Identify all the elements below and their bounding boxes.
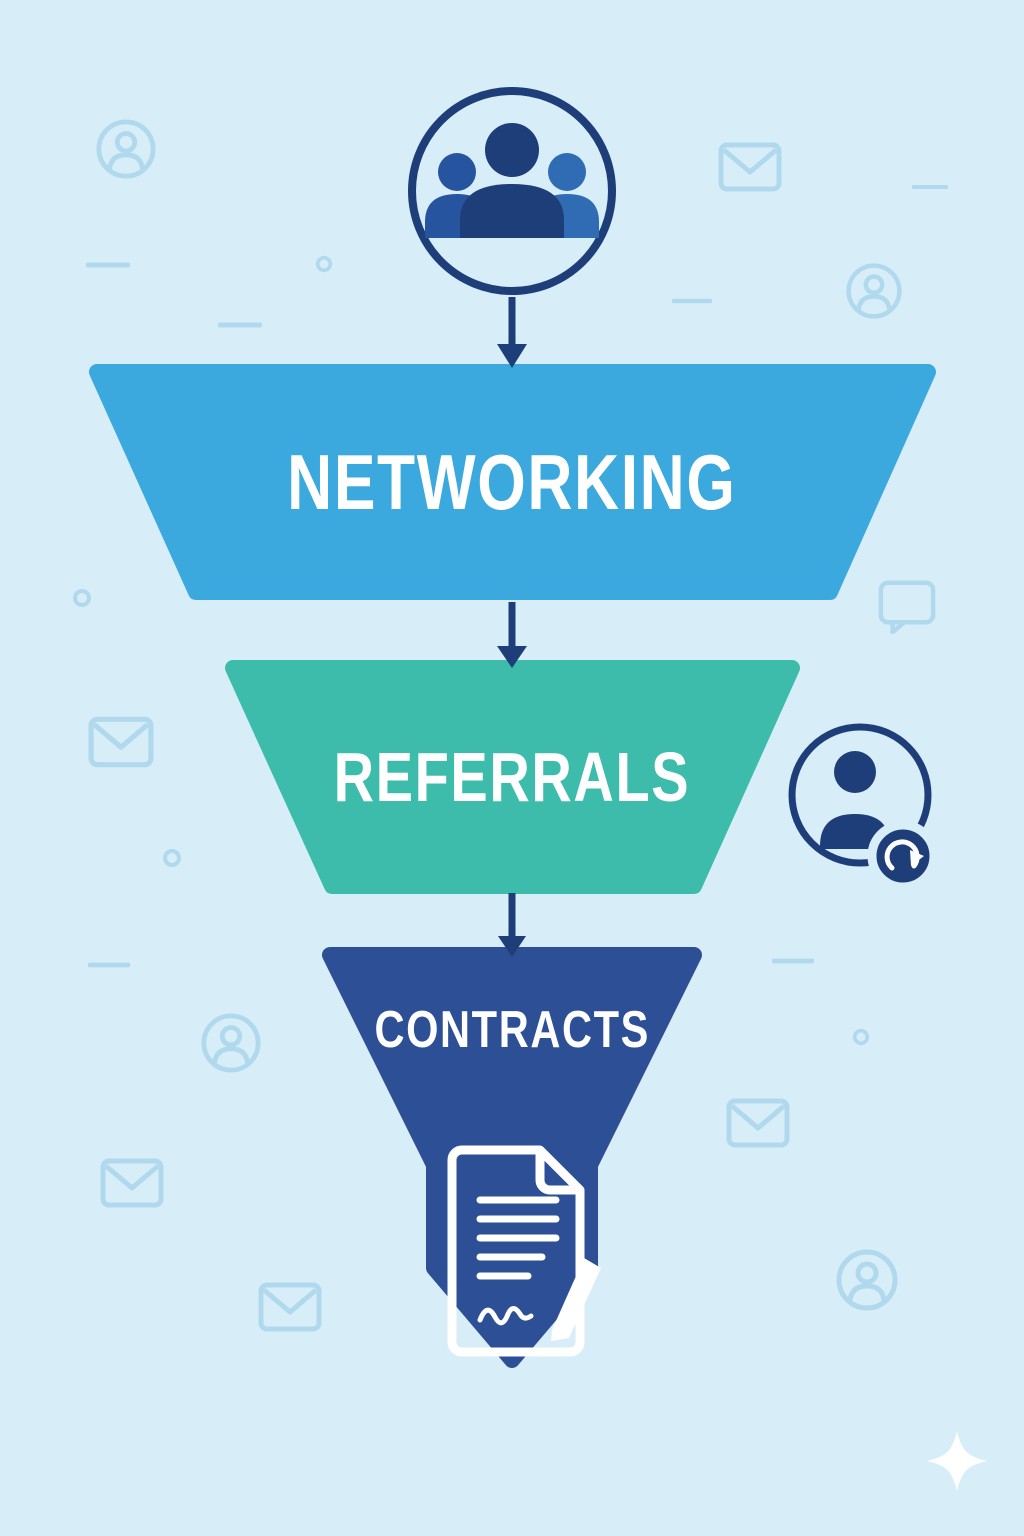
person-avatar-icon [849,266,900,317]
person-avatar-icon [99,122,153,176]
chat-bubble-icon [881,583,933,633]
ring-icon [315,255,333,273]
envelope-icon [91,719,151,764]
arrow-networking-referrals [497,602,527,668]
envelope-icon [721,145,779,189]
sparkle-icon [927,1431,987,1491]
funnel-stage-contracts [322,947,702,1368]
signed-contract-document-icon [447,1145,601,1357]
person-avatar-icon [204,1016,258,1070]
person-avatar-icon [839,1252,895,1308]
funnel-stage-networking [89,364,936,600]
ring-icon [163,849,181,867]
envelope-icon [261,1285,319,1329]
sync-badge [867,820,939,892]
arrow-referrals-contracts [498,893,526,957]
funnel-stage-referrals [225,660,800,894]
envelope-icon [729,1101,787,1145]
ring-icon [852,1028,870,1046]
envelope-icon [103,1161,161,1205]
person-sync-icon [788,723,939,892]
arrow-top [497,297,527,368]
people-group-icon [408,87,616,295]
ring-icon [73,589,91,607]
pen-icon [551,1258,601,1341]
